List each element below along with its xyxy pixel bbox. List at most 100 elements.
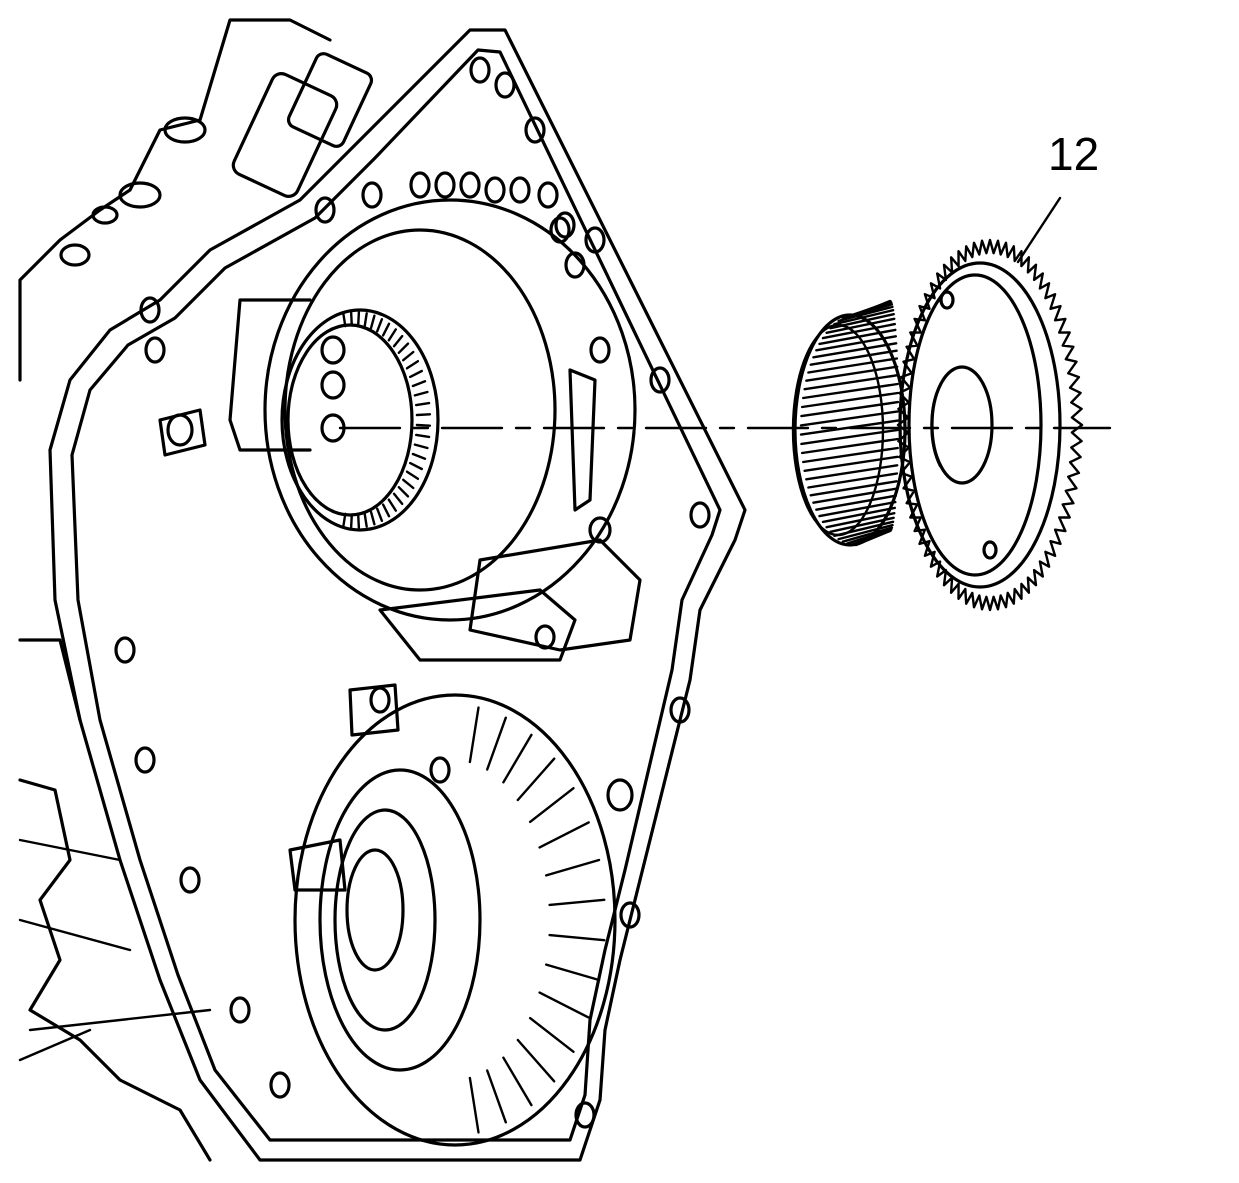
gear-helical-tooth: [825, 512, 896, 529]
gasket-bolt-hole: [509, 176, 531, 204]
gasket-bolt-hole: [537, 181, 559, 209]
boss-cap-3: [91, 205, 119, 225]
bore-mid-ring: [283, 228, 557, 592]
web-bolt-1: [588, 516, 612, 544]
lower-bore-bracket: [288, 838, 347, 892]
gasket-bolt-hole: [114, 636, 136, 664]
bore-bolt-2: [320, 370, 346, 400]
gear-helical-tooth: [833, 309, 895, 326]
bearing-roller: [381, 322, 391, 337]
lower-bore-fin: [502, 733, 533, 784]
lower-bore-outer: [293, 693, 617, 1147]
bearing-roller: [411, 380, 427, 388]
case-outer-gasket-rim: [48, 28, 747, 1162]
gasket-bolt-hole: [369, 686, 391, 714]
gear-hub-step: [907, 273, 1043, 577]
gear-outer-tooth-profile: [896, 238, 1084, 612]
dowel-stub: [158, 408, 207, 457]
gear-helical-tooth: [818, 328, 897, 346]
gasket-bolt-hole: [469, 56, 491, 84]
helical-gear: [791, 238, 1084, 612]
gear-helical-tooth: [821, 322, 896, 340]
gear-helical-tooth: [802, 446, 899, 464]
case-left-body: [18, 18, 332, 382]
bearing-roller: [413, 443, 429, 450]
bore-bearing-outer: [280, 308, 440, 532]
gear-helical-tooth: [821, 506, 896, 524]
bearing-rollers: [342, 310, 432, 530]
gear-helical-tooth: [800, 437, 899, 455]
gasket-bolt-hole: [649, 366, 671, 394]
gear-helical-tooth: [833, 520, 895, 537]
lower-bore-ring: [318, 768, 482, 1072]
gear-helical-tooth: [841, 526, 894, 543]
lower-bore-fin: [468, 706, 480, 764]
bearing-roller: [402, 350, 415, 362]
boss-cap-2: [118, 181, 162, 209]
upper-bearing-bore: [158, 198, 642, 662]
gear-helical-tooth: [825, 317, 896, 334]
bearing-roller: [342, 512, 347, 528]
gear-helical-tooth: [837, 305, 894, 323]
web-cutout-upper: [228, 298, 312, 452]
gasket-bolt-hole: [589, 336, 611, 364]
gear-helical-tooth: [829, 516, 895, 533]
gasket-bolt-hole: [619, 901, 641, 929]
gear-helical-tooth: [805, 464, 899, 481]
transmission-case: [18, 18, 747, 1162]
case-left-edge-lines: [18, 838, 212, 1062]
gasket-bolt-hole: [361, 181, 383, 209]
gasket-bolt-hole: [459, 171, 481, 199]
gear-hole-upper: [939, 290, 955, 310]
gear-helical-tooth: [854, 529, 892, 547]
gear-helical-tooth: [837, 523, 894, 541]
bearing-roller: [409, 461, 423, 471]
bearing-roller: [376, 318, 384, 333]
bearing-roller: [415, 401, 431, 407]
boss-cap-4: [59, 243, 91, 267]
gasket-bolt-hole: [484, 176, 506, 204]
bearing-roller: [413, 390, 429, 397]
callout-leader-line: [1016, 196, 1062, 264]
gasket-bolt-hole: [134, 746, 156, 774]
web-rib: [378, 588, 577, 662]
lower-bore-fin: [468, 1076, 480, 1134]
lower-bore-fin: [545, 963, 601, 982]
gear-helical-tooth: [809, 480, 898, 497]
callout-12: 12: [1016, 128, 1099, 264]
lower-bore-fin: [545, 858, 601, 877]
lower-bore-fin: [516, 757, 556, 802]
bearing-roller: [411, 452, 427, 460]
bearing-roller: [369, 510, 376, 526]
bore-outer-flange: [263, 198, 637, 622]
gear-helical-tooth: [799, 410, 900, 427]
bearing-roller: [387, 498, 397, 512]
gear-helical-tooth: [812, 342, 898, 359]
lower-bore-fin: [528, 1016, 575, 1054]
gear-helical-tooth: [799, 419, 900, 436]
bearing-roller: [363, 512, 368, 528]
gasket-bolt-hole: [144, 336, 166, 364]
bearing-roller: [392, 334, 404, 348]
lower-bore-fin: [548, 898, 606, 907]
lower-bore-fins: [468, 706, 606, 1134]
dowel-hole: [166, 413, 194, 447]
bearing-roller: [405, 360, 420, 370]
bearing-roller: [397, 342, 410, 354]
gasket-bolt-hole: [179, 866, 201, 894]
bearing-roller: [357, 310, 361, 327]
bearing-roller: [363, 312, 368, 328]
lower-bore-fin: [516, 1038, 556, 1083]
gasket-bolt-hole: [434, 171, 456, 199]
gasket-bolt-hole: [429, 756, 451, 784]
bearing-roller: [369, 314, 376, 330]
bearing-roller: [342, 312, 347, 328]
lower-bore-fin: [538, 991, 590, 1019]
gear-helical-tooth: [800, 400, 900, 418]
web-cutout-right: [568, 368, 597, 512]
lower-bore-fin: [502, 1056, 533, 1107]
bearing-roller: [349, 310, 353, 327]
gear-hub-face: [898, 261, 1062, 589]
bearing-roller: [392, 492, 404, 506]
